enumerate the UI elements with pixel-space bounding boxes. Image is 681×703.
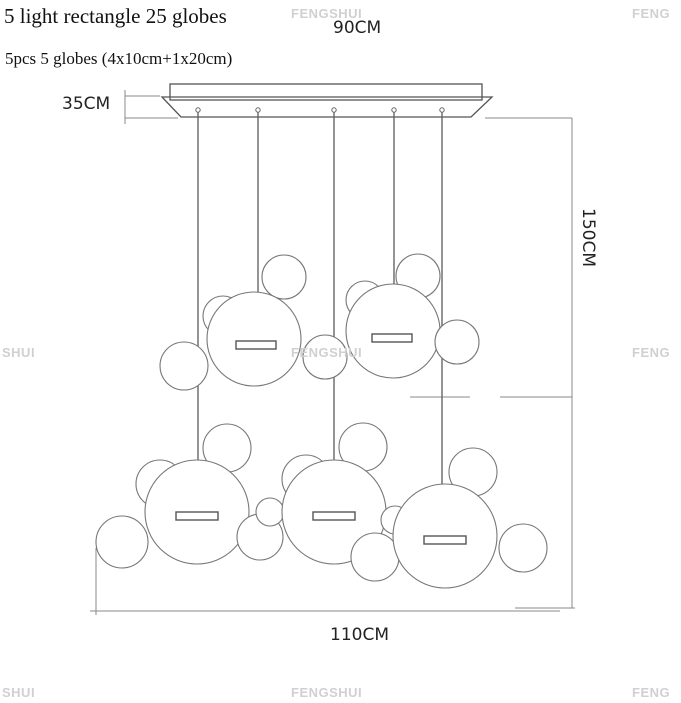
watermark: SHUI	[2, 685, 36, 700]
glass-globe	[302, 334, 348, 380]
glass-globe	[206, 291, 302, 387]
watermark: FENGSHUI	[291, 345, 363, 360]
watermark: FENG	[632, 345, 671, 360]
glass-globe	[261, 254, 307, 300]
watermark: FENG	[632, 6, 671, 21]
cord-caps	[195, 107, 445, 113]
glass-globe	[159, 341, 209, 391]
canopy	[160, 83, 494, 118]
watermark: FENG	[632, 685, 671, 700]
globe-cluster	[95, 253, 548, 589]
dimension-width-top: 90CM	[333, 18, 382, 38]
glass-globe	[95, 515, 149, 569]
lamp-holders	[175, 333, 467, 545]
glass-globe	[345, 283, 441, 379]
subtitle: 5pcs 5 globes (4x10cm+1x20cm)	[5, 49, 233, 68]
title: 5 light rectangle 25 globes	[4, 4, 227, 28]
glass-globe	[434, 319, 480, 365]
watermark: FENGSHUI	[291, 6, 363, 21]
dimension-canopy-height: 35CM	[62, 94, 111, 114]
watermark: SHUI	[2, 345, 36, 360]
watermark: FENGSHUI	[291, 685, 363, 700]
dimension-width-bottom: 110CM	[330, 625, 389, 645]
glass-globe	[255, 497, 285, 527]
glass-globe	[350, 532, 400, 582]
dimension-lines	[90, 90, 575, 615]
glass-globe	[498, 523, 548, 573]
dimension-drop: 150CM	[578, 208, 598, 267]
